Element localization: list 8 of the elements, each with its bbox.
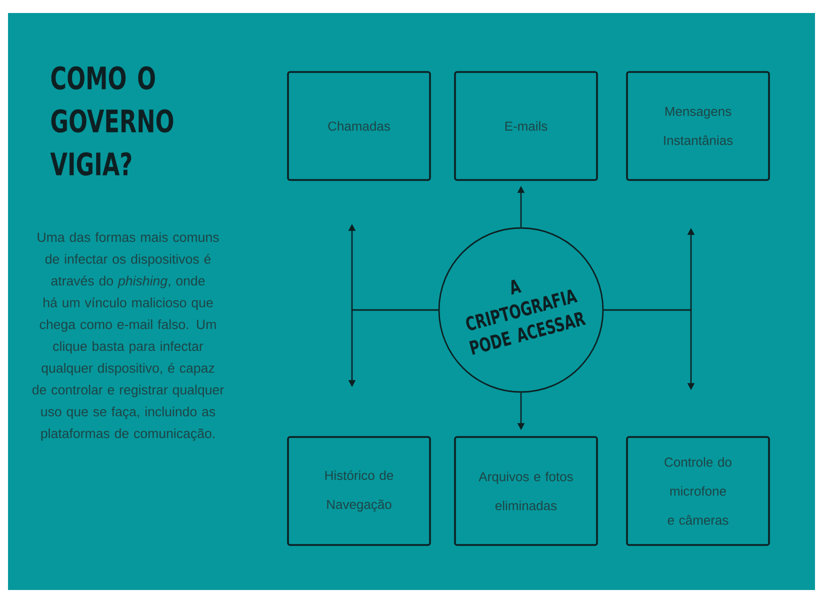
description-text: Uma das formas mais comuns de infectar os dispositivos é através do phishing, onde há um vínculo malicioso que chega como e-mail falso. Um clique basta para infectar qualquer dispositivo, é capaz de controlar e registrar qualquer uso que se faça, incluindo as plataformas de comunicação. xyxy=(32,232,224,441)
category-box: Histórico de Navegação xyxy=(287,436,431,546)
category-box: Mensagens Instantânias xyxy=(626,71,770,181)
category-box: E-mails xyxy=(454,71,598,181)
category-box: Arquivos e fotos eliminadas xyxy=(454,436,598,546)
category-box: Controle do microfone e câmeras xyxy=(626,436,770,546)
category-box: Chamadas xyxy=(287,71,431,181)
title: COMO O GOVERNO VIGIA? xyxy=(50,66,174,176)
